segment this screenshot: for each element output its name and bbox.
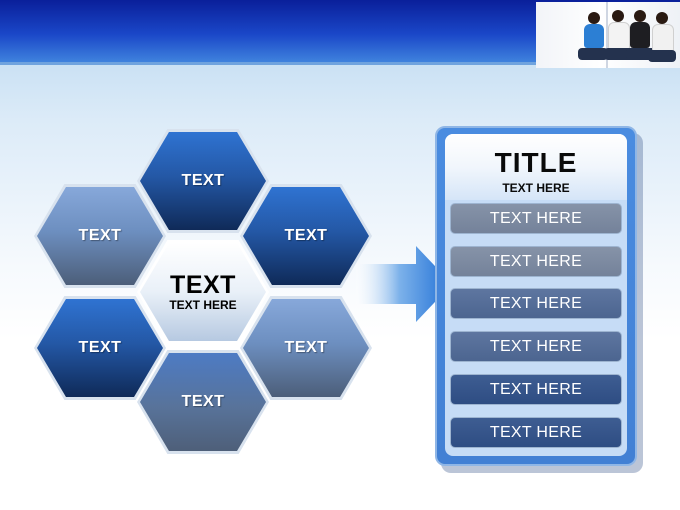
hexagon-center-subtitle: TEXT HERE — [169, 298, 237, 312]
hexagon-lower-left: TEXT — [34, 296, 166, 400]
hexagon-bottom: TEXT — [137, 350, 269, 454]
hexagon-center-title: TEXT — [170, 271, 236, 299]
panel-list-item: TEXT HERE — [450, 203, 622, 234]
hexagon-center: TEXT TEXT HERE — [137, 240, 269, 344]
panel-title: TITLE — [494, 147, 578, 178]
students-photo — [536, 2, 680, 68]
hexagon-lower-left-label: TEXT — [78, 339, 122, 356]
panel-list-item: TEXT HERE — [450, 288, 622, 319]
right-arrow-icon — [356, 246, 452, 322]
hexagon-bottom-label: TEXT — [181, 393, 225, 410]
hexagon-lower-right: TEXT — [240, 296, 372, 400]
panel-list-item: TEXT HERE — [450, 374, 622, 405]
hexagon-upper-left: TEXT — [34, 184, 166, 288]
hexagon-upper-left-label: TEXT — [78, 227, 122, 244]
title-panel: TITLE TEXT HERE TEXT HERE TEXT HERE TEXT… — [435, 126, 637, 466]
hexagon-upper-right-label: TEXT — [284, 227, 328, 244]
panel-list-item: TEXT HERE — [450, 331, 622, 362]
hexagon-top: TEXT — [137, 129, 269, 233]
hexagon-lower-right-label: TEXT — [284, 339, 328, 356]
hexagon-top-label: TEXT — [181, 172, 225, 189]
hexagon-upper-right: TEXT — [240, 184, 372, 288]
panel-subtitle: TEXT HERE — [502, 181, 570, 195]
panel-list-item: TEXT HERE — [450, 417, 622, 448]
panel-list-item: TEXT HERE — [450, 246, 622, 277]
header-divider — [0, 62, 680, 65]
panel-header: TITLE TEXT HERE — [445, 134, 627, 200]
